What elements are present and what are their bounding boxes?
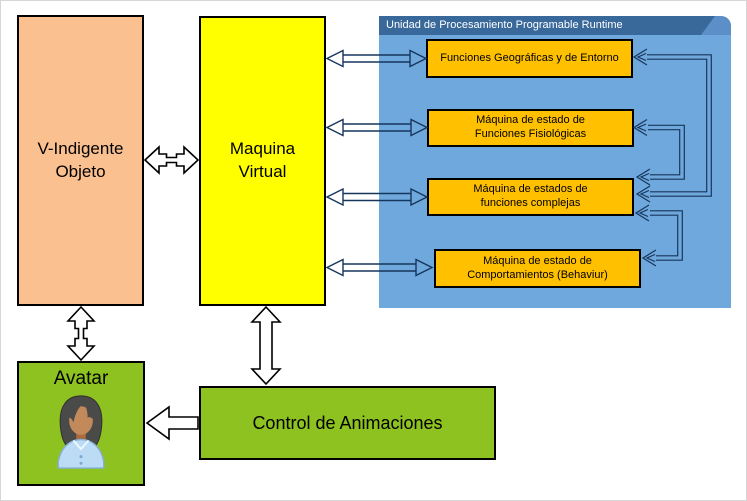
maquina-virtual-box: Maquina Virtual (199, 16, 326, 306)
upp-box-complejas-line2: funciones complejas (480, 197, 581, 209)
vindigente-box: V-Indigente Objeto (17, 15, 144, 306)
control-animaciones-box: Control de Animaciones (199, 386, 496, 460)
upp-box-fisiologicas-line1: Máquina de estado de (476, 114, 585, 127)
maquina-label-line2: Virtual (238, 162, 287, 181)
upp-box-comportamientos-line2: Comportamientos (Behaviur) (467, 268, 608, 281)
control-animaciones-label: Control de Animaciones (252, 412, 443, 433)
upp-box-geograficas-line1: Funciones Geográficas y de Entorno (440, 51, 619, 64)
person-woman-icon (57, 395, 105, 469)
upp-panel-title: Unidad de Procesamiento Programable Runt… (386, 19, 623, 31)
upp-box-comportamientos-line1: Máquina de estado de (483, 254, 592, 267)
upp-box-complejas-line1: Máquina de estados de (473, 183, 588, 196)
vindigente-label-line2: Objeto (55, 161, 106, 181)
upp-box-comportamientos: Máquina de estado de Comportamientos (Be… (434, 249, 641, 288)
connector-control-avatar (145, 405, 199, 441)
upp-box-complejas: Máquina de estados de funciones compleja… (427, 178, 634, 216)
avatar-label: Avatar (53, 368, 109, 389)
upp-panel-header: Unidad de Procesamiento Programable Runt… (379, 16, 715, 35)
maquina-label-line1: Maquina (229, 139, 296, 159)
connector-vindigente-avatar (66, 305, 96, 362)
upp-box-fisiologicas-line2: Funciones Fisiológicas (474, 128, 587, 140)
avatar-box: Avatar (17, 361, 145, 486)
upp-box-fisiologicas: Máquina de estado de Funciones Fisiológi… (427, 109, 634, 147)
upp-box-geograficas: Funciones Geográficas y de Entorno (426, 39, 633, 78)
connector-maquina-control (250, 305, 282, 386)
connector-vindigente-maquina (143, 145, 200, 175)
vindigente-label-line1: V-Indigente (37, 138, 124, 158)
upp-panel: Unidad de Procesamiento Programable Runt… (379, 16, 731, 308)
